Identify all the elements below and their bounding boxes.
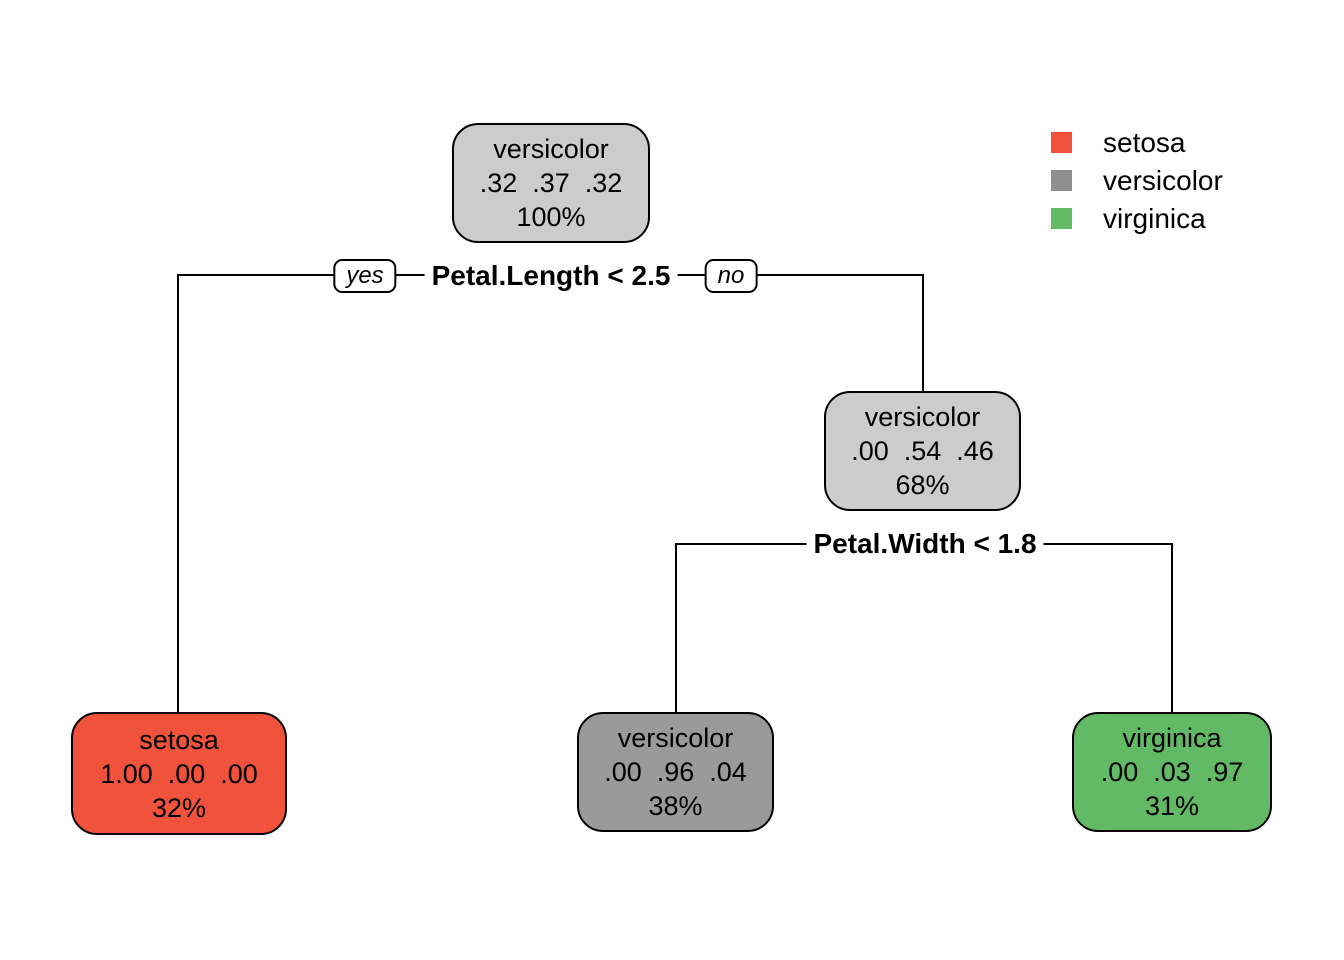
branch-line-left-to-versicolor xyxy=(675,543,677,712)
branch-line-right-to-internal xyxy=(922,274,924,392)
legend-label-virginica: virginica xyxy=(1103,203,1206,234)
node-probabilities: .00 .96 .04 xyxy=(604,757,747,787)
node-probabilities: .00 .03 .97 xyxy=(1100,757,1244,787)
branch-line-left-to-setosa xyxy=(177,274,179,712)
node-class-label: versicolor xyxy=(864,402,981,432)
legend-swatch-setosa xyxy=(1051,132,1072,153)
tree-node-leaf-virginica: virginica .00 .03 .97 31% xyxy=(1072,712,1272,832)
legend-swatch-versicolor xyxy=(1051,170,1072,191)
node-probabilities: .00 .54 .46 xyxy=(851,436,994,466)
node-coverage: 100% xyxy=(516,202,586,232)
node-coverage: 68% xyxy=(895,470,950,500)
node-class-label: versicolor xyxy=(493,134,609,164)
node-coverage: 32% xyxy=(151,792,207,823)
node-class-label: virginica xyxy=(1122,723,1222,753)
legend: setosa versicolor virginica xyxy=(1051,128,1223,233)
legend-item-setosa: setosa xyxy=(1051,128,1223,157)
tree-node-internal-right: versicolor .00 .54 .46 68% xyxy=(824,391,1021,511)
node-coverage: 31% xyxy=(1144,791,1200,821)
yes-badge: yes xyxy=(333,259,397,293)
legend-swatch-virginica xyxy=(1051,208,1072,229)
node-class-label: versicolor xyxy=(617,723,734,753)
node-probabilities: .32 .37 .32 xyxy=(479,168,623,198)
tree-node-leaf-versicolor: versicolor .00 .96 .04 38% xyxy=(577,712,774,832)
branch-line-right-to-virginica xyxy=(1171,543,1173,712)
tree-node-leaf-setosa: setosa 1.00 .00 .00 32% xyxy=(71,712,287,835)
no-badge: no xyxy=(704,259,758,293)
legend-item-versicolor: versicolor xyxy=(1051,166,1223,195)
node-coverage: 38% xyxy=(648,791,703,821)
legend-label-versicolor: versicolor xyxy=(1103,165,1223,196)
node-class-label: setosa xyxy=(139,724,219,755)
tree-node-root: versicolor .32 .37 .32 100% xyxy=(452,123,650,243)
legend-label-setosa: setosa xyxy=(1103,127,1186,158)
node-probabilities: 1.00 .00 .00 xyxy=(100,758,258,789)
split-condition-1: Petal.Length < 2.5 xyxy=(424,261,678,291)
legend-item-virginica: virginica xyxy=(1051,204,1223,233)
split-condition-2: Petal.Width < 1.8 xyxy=(806,529,1044,559)
